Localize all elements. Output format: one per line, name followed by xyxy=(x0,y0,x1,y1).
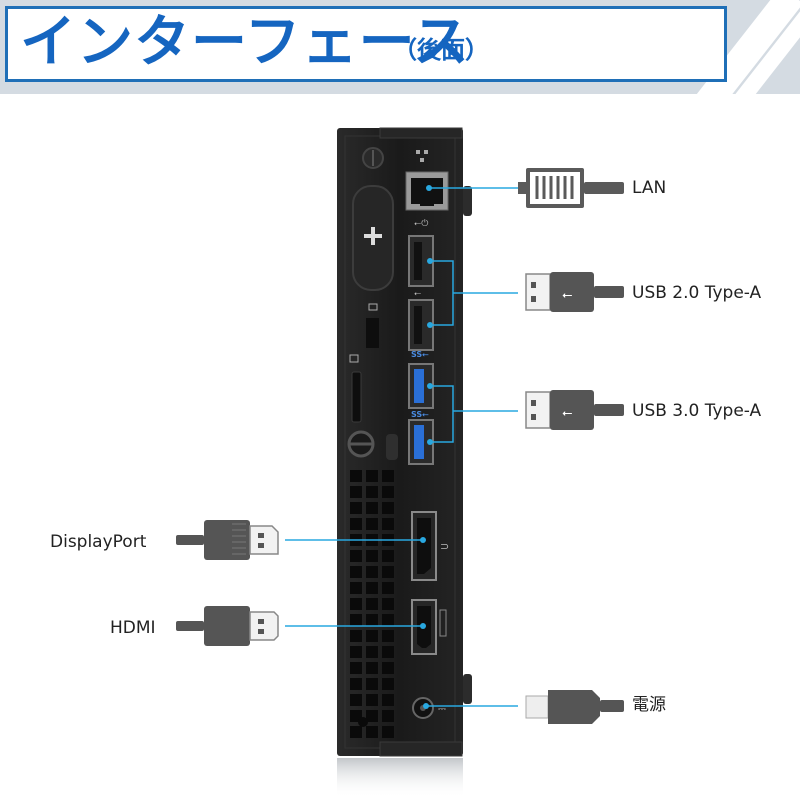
label-hdmi: HDMI xyxy=(110,618,156,638)
vent-hole xyxy=(350,566,362,578)
leader-dots xyxy=(420,185,433,709)
vent-hole xyxy=(382,518,394,530)
header-banner: インターフェース （後面） xyxy=(0,0,800,94)
screw-hole xyxy=(358,717,368,727)
vent-hole xyxy=(382,662,394,674)
vent-hole xyxy=(382,678,394,690)
svg-text:⭠: ⭠ xyxy=(562,288,572,303)
lan-port xyxy=(405,171,449,211)
vent-hole xyxy=(350,726,362,738)
vent-hole xyxy=(366,502,378,514)
padlock-loop-icon xyxy=(349,354,362,423)
cable-clip-icon xyxy=(347,430,398,460)
svg-text:⭠: ⭠ xyxy=(414,289,421,299)
label-usb3: USB 3.0 Type-A xyxy=(632,401,762,421)
label-usb2: USB 2.0 Type-A xyxy=(632,283,762,303)
vent-hole xyxy=(350,550,362,562)
vent-hole xyxy=(382,726,394,738)
svg-text:⊃: ⊃ xyxy=(440,540,449,553)
page-subtitle: （後面） xyxy=(393,36,489,64)
vent-hole xyxy=(350,614,362,626)
power-symbol-icon: ⎓ xyxy=(438,704,446,715)
vent-hole xyxy=(366,662,378,674)
vent-hole xyxy=(366,678,378,690)
vent-hole xyxy=(382,710,394,722)
svg-text:SS⭠: SS⭠ xyxy=(411,410,429,419)
vent-hole xyxy=(350,598,362,610)
vent-hole xyxy=(366,598,378,610)
svg-text:SS⭠: SS⭠ xyxy=(411,350,429,359)
displayport-icon: ⊃ xyxy=(440,540,449,553)
vent-hole xyxy=(350,470,362,482)
vent-hole xyxy=(366,726,378,738)
vent-hole xyxy=(366,486,378,498)
vent-hole xyxy=(366,646,378,658)
svg-text:⎓: ⎓ xyxy=(438,704,446,715)
displayport-connector-icon xyxy=(176,520,279,560)
vent-hole xyxy=(350,662,362,674)
vent-hole xyxy=(366,582,378,594)
label-power: 電源 xyxy=(632,695,666,715)
vent-hole xyxy=(382,598,394,610)
header-box xyxy=(5,6,727,82)
usb2-connector-icon: ⭠ xyxy=(525,272,624,312)
hdmi-icon xyxy=(439,609,447,637)
displayport-port xyxy=(411,511,437,581)
lan-connector-icon xyxy=(518,168,624,208)
lock-icon xyxy=(366,303,379,348)
vent-hole xyxy=(350,646,362,658)
vent-hole xyxy=(366,566,378,578)
leader-lines xyxy=(285,187,518,707)
vent-hole xyxy=(382,550,394,562)
power-connector-icon xyxy=(525,690,624,724)
vent-hole xyxy=(382,566,394,578)
label-lan: LAN xyxy=(632,178,667,198)
vent-hole xyxy=(350,502,362,514)
svg-text:⭠⏻: ⭠⏻ xyxy=(414,218,428,229)
vent-hole xyxy=(366,550,378,562)
vent-hole xyxy=(382,646,394,658)
vent-hole xyxy=(350,582,362,594)
leader-usb3-bracket xyxy=(430,385,454,443)
vent-hole xyxy=(366,694,378,706)
svg-text:⭠: ⭠ xyxy=(562,406,572,421)
vent-hole xyxy=(382,502,394,514)
vent-hole xyxy=(366,518,378,530)
power-port xyxy=(412,697,434,719)
vent-hole xyxy=(366,710,378,722)
hdmi-connector-icon xyxy=(176,606,279,646)
screw-icon xyxy=(362,147,384,169)
vent-hole xyxy=(350,694,362,706)
vent-hole xyxy=(350,518,362,530)
plus-icon xyxy=(364,227,382,245)
vent-hole xyxy=(382,694,394,706)
vent-hole xyxy=(366,470,378,482)
usb3-port-icons: SS⭠ SS⭠ xyxy=(411,350,429,419)
vent-hole xyxy=(382,486,394,498)
vent-hole xyxy=(382,470,394,482)
vent-hole xyxy=(366,614,378,626)
vent-hole xyxy=(350,486,362,498)
vent-hole xyxy=(382,582,394,594)
vent-hole xyxy=(350,630,362,642)
usb2-port xyxy=(408,299,434,351)
vent-hole xyxy=(366,630,378,642)
vent-grille xyxy=(350,470,394,738)
page-title: インターフェース xyxy=(20,10,470,75)
usb2-port-icons: ⭠⏻ ⭠ xyxy=(414,218,428,299)
vent-hole xyxy=(350,678,362,690)
vent-hole xyxy=(382,614,394,626)
network-icon xyxy=(416,150,428,162)
usb3-connector-icon: ⭠ xyxy=(525,390,624,430)
vent-hole xyxy=(382,630,394,642)
label-displayport: DisplayPort xyxy=(50,532,147,552)
